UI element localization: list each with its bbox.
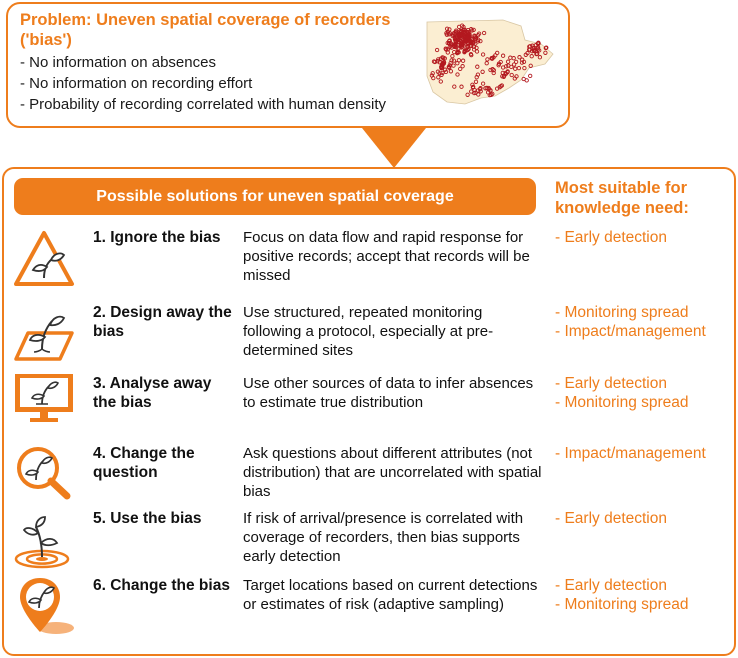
down-arrow-icon — [362, 128, 426, 168]
problem-point: - No information on absences — [20, 54, 216, 71]
solution-description: Focus on data flow and rapid response fo… — [243, 229, 530, 284]
solution-name: 5. Use the bias — [93, 510, 202, 527]
location-pin-plant-icon — [20, 578, 74, 634]
problem-list: - No information on absences - No inform… — [20, 52, 386, 115]
plant-on-target-icon — [14, 516, 70, 569]
solution-name: 2. Design away the bias — [93, 304, 232, 340]
knowledge-need: - Monitoring spread — [555, 394, 689, 411]
knowledge-needs: - Early detection - Monitoring spread — [555, 374, 735, 412]
magnifier-plant-icon — [17, 447, 71, 500]
problem-point: - Probability of recording correlated wi… — [20, 96, 387, 113]
suitable-for-header: Most suitable for knowledge need: — [555, 179, 689, 217]
solution-description: Target locations based on current detect… — [243, 577, 538, 613]
solution-description: Use other sources of data to infer absen… — [243, 375, 534, 411]
computer-monitor-plant-icon — [15, 374, 73, 422]
knowledge-needs: - Impact/management — [555, 444, 735, 463]
knowledge-need: - Early detection — [555, 229, 667, 246]
knowledge-need: - Early detection — [555, 375, 667, 392]
problem-point: - No information on recording effort — [20, 75, 253, 92]
knowledge-need: - Early detection — [555, 577, 667, 594]
knowledge-need: - Early detection — [555, 510, 667, 527]
plant-on-map-icon — [14, 315, 74, 361]
knowledge-need: - Impact/management — [555, 323, 706, 340]
problem-title: Problem: Uneven spatial coverage of reco… — [20, 11, 391, 49]
solution-name: 4. Change the question — [93, 445, 195, 481]
solution-name: 6. Change the bias — [93, 577, 230, 594]
solution-name: 1. Ignore the bias — [93, 229, 221, 246]
knowledge-needs: - Early detection — [555, 228, 735, 247]
solutions-box — [2, 167, 736, 656]
knowledge-need: - Monitoring spread — [555, 596, 689, 613]
warning-triangle-plant-icon — [14, 231, 74, 286]
solution-description: If risk of arrival/presence is correlate… — [243, 510, 524, 565]
knowledge-need: - Impact/management — [555, 445, 706, 462]
solution-description: Ask questions about different attributes… — [243, 445, 542, 500]
solution-description: Use structured, repeated monitoring foll… — [243, 304, 494, 359]
knowledge-needs: - Early detection — [555, 509, 735, 528]
solution-name: 3. Analyse away the bias — [93, 375, 212, 411]
recorder-distribution-map — [426, 19, 554, 105]
solutions-banner: Possible solutions for uneven spatial co… — [14, 178, 536, 215]
knowledge-needs: - Monitoring spread - Impact/management — [555, 303, 735, 341]
knowledge-need: - Monitoring spread — [555, 304, 689, 321]
knowledge-needs: - Early detection - Monitoring spread — [555, 576, 735, 614]
